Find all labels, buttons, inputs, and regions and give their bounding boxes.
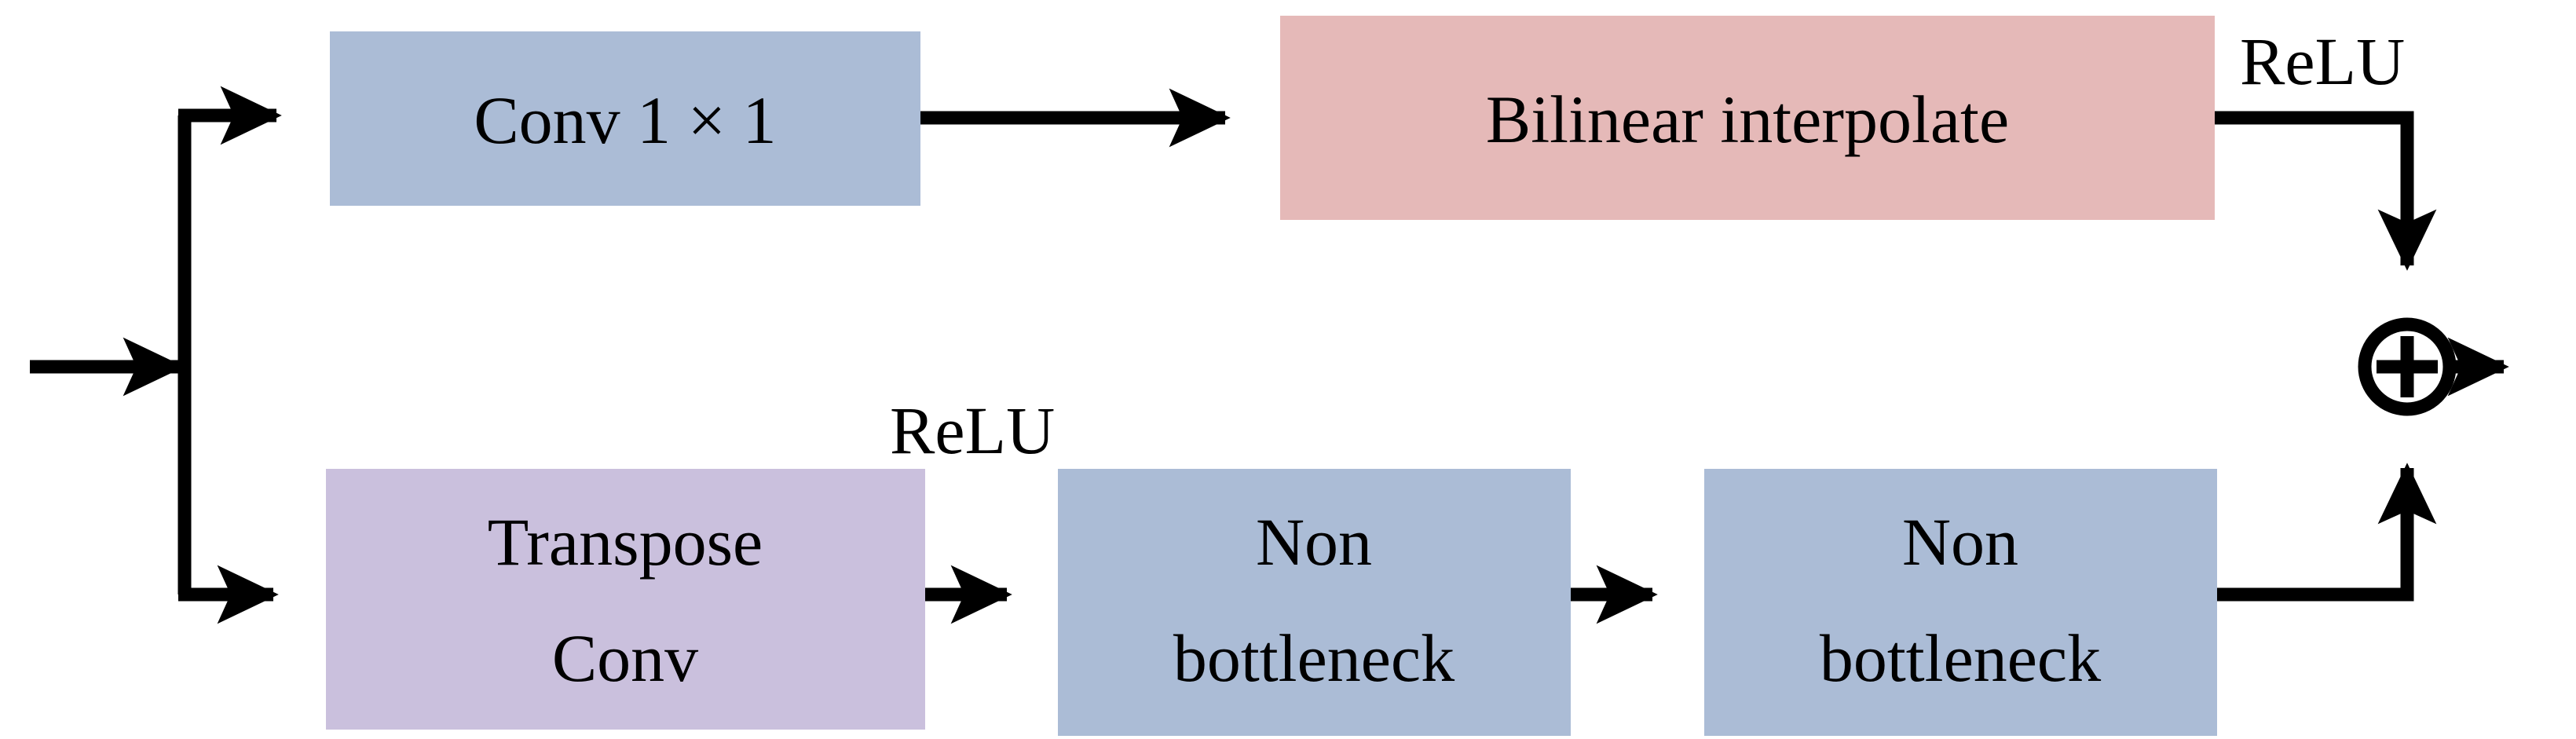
relu-label-bottom: ReLU xyxy=(890,393,1055,468)
edge-layer xyxy=(30,86,2509,624)
relu-label-top: ReLU xyxy=(2240,24,2405,99)
block-transpose-conv-label-line2: Conv xyxy=(552,620,698,696)
block-conv1x1[interactable]: Conv 1 × 1 xyxy=(330,31,920,206)
block-transpose-conv-rect xyxy=(326,469,925,730)
block-non-bottleneck-2-label-line2: bottleneck xyxy=(1820,620,2101,696)
block-conv1x1-rect xyxy=(330,31,920,206)
block-transpose-conv-label-line1: Transpose xyxy=(488,504,763,580)
operator-add[interactable] xyxy=(2358,317,2457,416)
block-bilinear-interpolate-label: Bilinear interpolate xyxy=(1486,82,2009,157)
block-non-bottleneck-1-rect xyxy=(1058,469,1571,736)
block-transpose-conv[interactable]: Transpose Conv xyxy=(326,469,925,730)
block-layer: Conv 1 × 1 Bilinear interpolate Transpos… xyxy=(326,16,2217,736)
block-conv1x1-label: Conv 1 × 1 xyxy=(474,82,776,158)
annotation-layer: ReLU ReLU xyxy=(890,24,2405,468)
block-non-bottleneck-1[interactable]: Non bottleneck xyxy=(1058,469,1571,736)
block-non-bottleneck-2-rect xyxy=(1704,469,2217,736)
edge-bilinear-to-add xyxy=(2215,111,2437,271)
edge-nb2-to-add xyxy=(2217,463,2437,602)
block-non-bottleneck-1-label-line2: bottleneck xyxy=(1173,620,1454,696)
block-bilinear-interpolate-rect xyxy=(1280,16,2215,220)
block-bilinear-interpolate[interactable]: Bilinear interpolate xyxy=(1280,16,2215,220)
block-non-bottleneck-2[interactable]: Non bottleneck xyxy=(1704,469,2217,736)
block-non-bottleneck-1-label-line1: Non xyxy=(1256,504,1372,580)
block-non-bottleneck-2-label-line1: Non xyxy=(1902,504,2018,580)
